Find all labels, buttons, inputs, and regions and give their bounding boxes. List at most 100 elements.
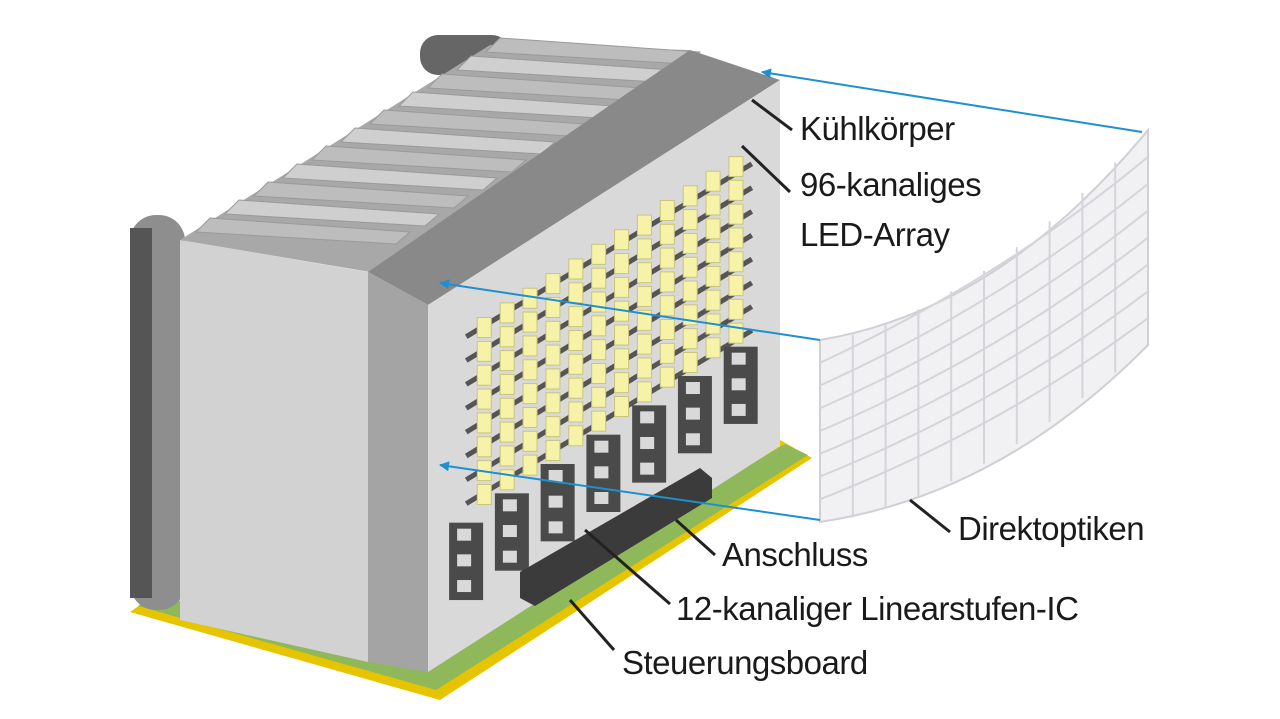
- led: [499, 350, 515, 372]
- leader-ic: [584, 528, 671, 606]
- led: [614, 348, 630, 370]
- led: [545, 296, 561, 318]
- led: [522, 311, 538, 333]
- led: [545, 344, 561, 366]
- led: [682, 256, 698, 278]
- led: [636, 333, 652, 355]
- linear-stage-ics: [449, 346, 758, 601]
- led: [476, 317, 492, 339]
- ic-chip-center: [548, 521, 563, 534]
- led: [499, 373, 515, 395]
- leader-led: [740, 144, 792, 194]
- led: [522, 359, 538, 381]
- led: [591, 291, 607, 313]
- led: [591, 386, 607, 408]
- heatsink-fin: [194, 217, 412, 245]
- led: [614, 276, 630, 298]
- ic-chip-center: [457, 528, 472, 541]
- led: [476, 340, 492, 362]
- ic-chip-center: [548, 495, 563, 508]
- heatsink-fins: [180, 37, 702, 272]
- led: [568, 329, 584, 351]
- led: [636, 381, 652, 403]
- ic-chip-center: [594, 440, 609, 453]
- led: [728, 203, 744, 225]
- arrow-middle: [439, 279, 821, 341]
- led: [476, 483, 492, 505]
- label-led-array-line1: 96-kanaliges: [800, 166, 982, 203]
- arrow-top: [761, 68, 1143, 133]
- ic-chip-center: [731, 352, 746, 365]
- led: [659, 295, 675, 317]
- led: [659, 342, 675, 364]
- led: [705, 337, 721, 359]
- led: [705, 194, 721, 216]
- led: [545, 392, 561, 414]
- led: [522, 383, 538, 405]
- led: [636, 357, 652, 379]
- label-heatsink: Kühlkörper: [800, 110, 955, 147]
- led: [545, 320, 561, 342]
- led: [522, 406, 538, 428]
- led: [499, 397, 515, 419]
- heatsink-fin: [310, 145, 528, 173]
- led: [614, 253, 630, 275]
- led: [522, 454, 538, 476]
- heatsink-fin: [223, 199, 441, 227]
- ic-chip-center: [731, 403, 746, 416]
- led: [705, 218, 721, 240]
- leader-board: [568, 599, 616, 651]
- led: [705, 265, 721, 287]
- heatsink-front-edge: [368, 50, 780, 305]
- heatsink-front-pillar: [368, 272, 428, 672]
- heatsink-fin: [252, 181, 470, 209]
- label-connector: Anschluss: [722, 536, 868, 573]
- led: [614, 395, 630, 417]
- ic-chip-center: [594, 466, 609, 479]
- optic-row-divider: [819, 209, 1149, 410]
- led: [636, 262, 652, 284]
- led: [476, 436, 492, 458]
- led: [522, 287, 538, 309]
- led: [682, 185, 698, 207]
- led: [568, 306, 584, 328]
- led: [614, 372, 630, 394]
- heatsink-fin: [281, 163, 499, 191]
- led: [545, 439, 561, 461]
- led: [614, 229, 630, 251]
- connector: [520, 468, 712, 606]
- optic-row-divider: [819, 317, 1149, 501]
- led: [659, 223, 675, 245]
- led: [636, 238, 652, 260]
- ic-chip-center: [685, 407, 700, 420]
- led: [728, 179, 744, 201]
- led: [568, 377, 584, 399]
- led: [568, 258, 584, 280]
- label-linear-ic: 12-kanaliger Linearstufen-IC: [676, 590, 1079, 627]
- led: [682, 232, 698, 254]
- ic-chip-center: [502, 550, 517, 563]
- optic-row-divider: [819, 236, 1149, 432]
- led: [659, 199, 675, 221]
- ic-chip-center: [640, 411, 655, 424]
- ic-chip-center: [731, 378, 746, 391]
- led: [522, 335, 538, 357]
- optic-row-divider: [819, 290, 1149, 478]
- leader-optics: [909, 498, 951, 534]
- heatsink-side-face: [180, 240, 368, 662]
- callout-arrows: [439, 68, 1143, 521]
- optic-row-divider: [819, 263, 1149, 455]
- led: [476, 388, 492, 410]
- led: [591, 243, 607, 265]
- led: [728, 251, 744, 273]
- leader-heatsink: [751, 98, 793, 132]
- ic-chip-center: [640, 436, 655, 449]
- led: [522, 430, 538, 452]
- led: [728, 275, 744, 297]
- led: [591, 410, 607, 432]
- led: [476, 364, 492, 386]
- led: [499, 302, 515, 324]
- ic-chip-center: [640, 462, 655, 475]
- led: [568, 401, 584, 423]
